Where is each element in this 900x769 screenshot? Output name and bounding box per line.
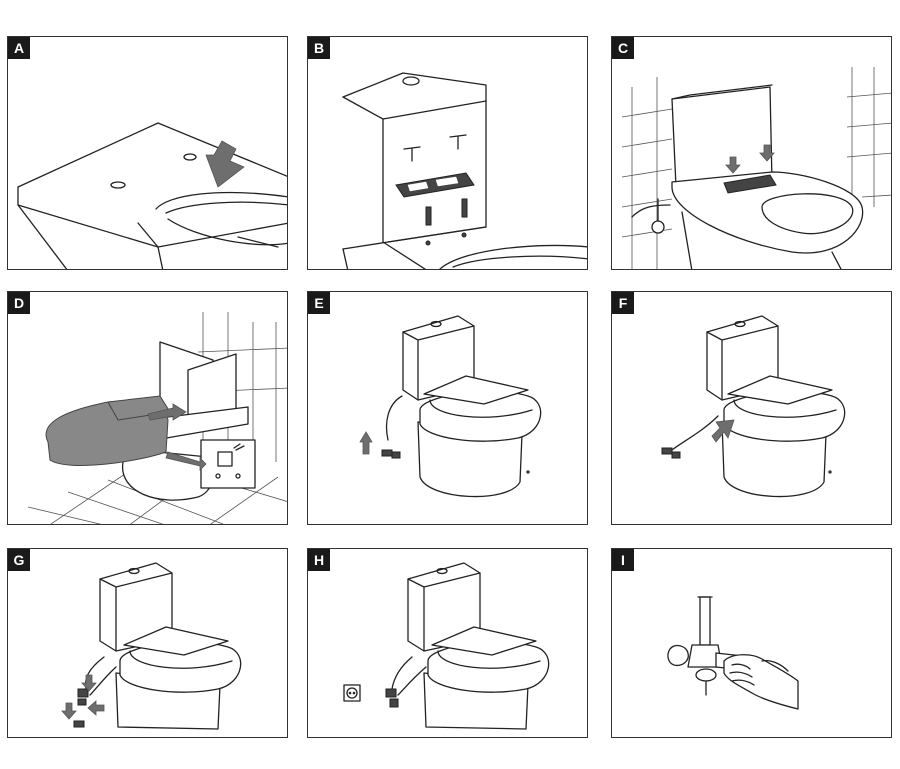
socket-icon xyxy=(343,684,361,702)
step-panel-b: B xyxy=(307,36,588,270)
up-arrow-icon xyxy=(359,431,373,455)
hose-connect-illustration xyxy=(359,315,542,498)
mounting-bolts-illustration xyxy=(342,72,587,269)
smart-seat xyxy=(45,395,171,466)
detail-inset xyxy=(165,439,256,489)
valve-assembly-illustration xyxy=(61,562,242,730)
toilet-bowl-top-illustration xyxy=(17,122,287,269)
step-label-h: H xyxy=(308,549,330,571)
smart-seat xyxy=(427,626,550,693)
smart-seat xyxy=(723,375,846,442)
mounting-plate xyxy=(395,172,475,198)
arrow-icons xyxy=(61,674,105,720)
valve-icon xyxy=(381,449,401,459)
step-label-d: D xyxy=(8,292,30,314)
step-panel-a: A xyxy=(7,36,288,270)
smart-seat xyxy=(119,626,242,693)
step-label-e: E xyxy=(308,292,330,314)
step-label-g: G xyxy=(8,549,30,571)
step-panel-d: D xyxy=(7,291,288,525)
step-panel-h: H xyxy=(307,548,588,738)
diagonal-arrow-icon xyxy=(711,419,735,443)
hand-icon xyxy=(723,654,799,710)
down-arrow-icon xyxy=(205,140,245,188)
pipe xyxy=(697,596,713,646)
anchor-right xyxy=(461,198,468,218)
step-panel-g: G xyxy=(7,548,288,738)
bolt-right-top xyxy=(449,134,467,150)
step-panel-f: F xyxy=(611,291,892,525)
bolt-left-top xyxy=(403,146,421,162)
power-plug-illustration xyxy=(343,562,550,730)
step-label-c: C xyxy=(612,37,634,59)
seat-sliding-illustration xyxy=(27,312,287,524)
sliding-arrow xyxy=(147,403,187,421)
hose-attached-illustration xyxy=(661,315,846,498)
anchor-left xyxy=(425,206,432,226)
step-panel-c: C xyxy=(611,36,892,270)
valve-icon xyxy=(385,688,399,708)
smart-seat xyxy=(419,375,542,442)
open-water-valve-illustration xyxy=(667,596,799,710)
step-panel-e: E xyxy=(307,291,588,525)
step-label-i: I xyxy=(612,549,634,571)
step-label-a: A xyxy=(8,37,30,59)
step-label-b: B xyxy=(308,37,330,59)
valve-icon xyxy=(661,447,681,459)
step-panel-i: I xyxy=(611,548,892,738)
plate-installed-illustration xyxy=(621,67,891,269)
down-arrow-icon xyxy=(725,144,775,174)
step-label-f: F xyxy=(612,292,634,314)
wall-tiles xyxy=(621,67,891,269)
valve-icon xyxy=(73,688,89,728)
